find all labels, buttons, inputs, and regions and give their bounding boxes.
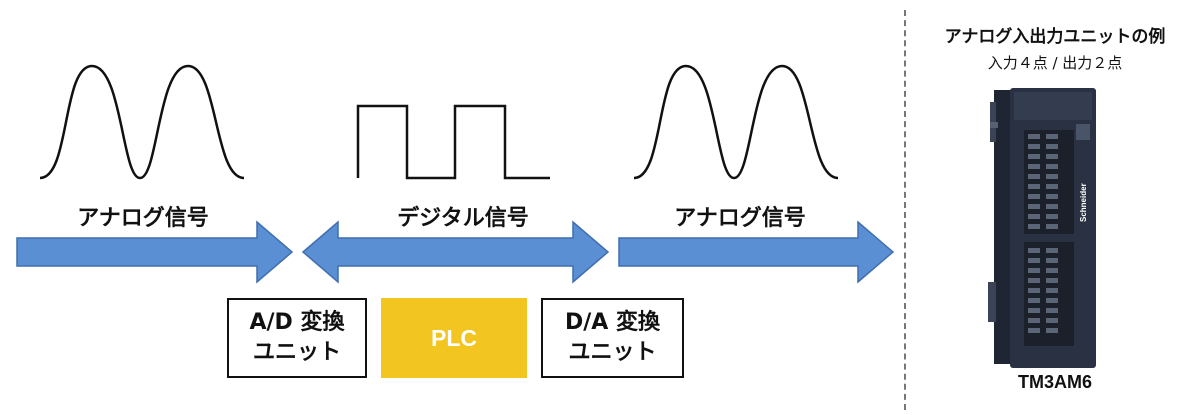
digital-signal-label: デジタル信号	[397, 206, 529, 231]
flow-diagram	[16, 64, 895, 284]
ad-converter-box: A/D 変換 ユニット	[227, 298, 367, 378]
section-divider	[904, 10, 906, 410]
analog-signal-label-left: アナログ信号	[77, 206, 209, 231]
digital-wave	[356, 104, 550, 180]
plc-box: PLC	[381, 298, 527, 378]
example-model-name: TM3AM6	[1017, 372, 1092, 392]
module-brand-text: Schneider	[1079, 183, 1088, 222]
da-converter-line2: ユニット	[568, 340, 657, 365]
analog-wave-left	[39, 64, 245, 180]
analog-io-module-image: Schneider	[988, 88, 1096, 368]
arrow-digital-bidirectional	[301, 220, 610, 284]
da-converter-line1: D/A 変換	[565, 310, 660, 335]
da-converter-box: D/A 変換 ユニット	[541, 298, 684, 378]
arrow-analog-to-ad	[16, 220, 294, 284]
ad-converter-line1: A/D 変換	[249, 310, 345, 335]
ad-converter-line2: ユニット	[252, 340, 341, 365]
terminal-rows	[1028, 134, 1058, 333]
plc-label: PLC	[431, 325, 477, 351]
analog-signal-label-right: アナログ信号	[674, 206, 806, 231]
example-title: アナログ入出力ユニットの例	[944, 27, 1166, 47]
arrow-da-to-analog	[618, 220, 895, 284]
analog-wave-right	[633, 64, 839, 180]
example-subtitle: 入力４点 / 出力２点	[987, 54, 1123, 72]
